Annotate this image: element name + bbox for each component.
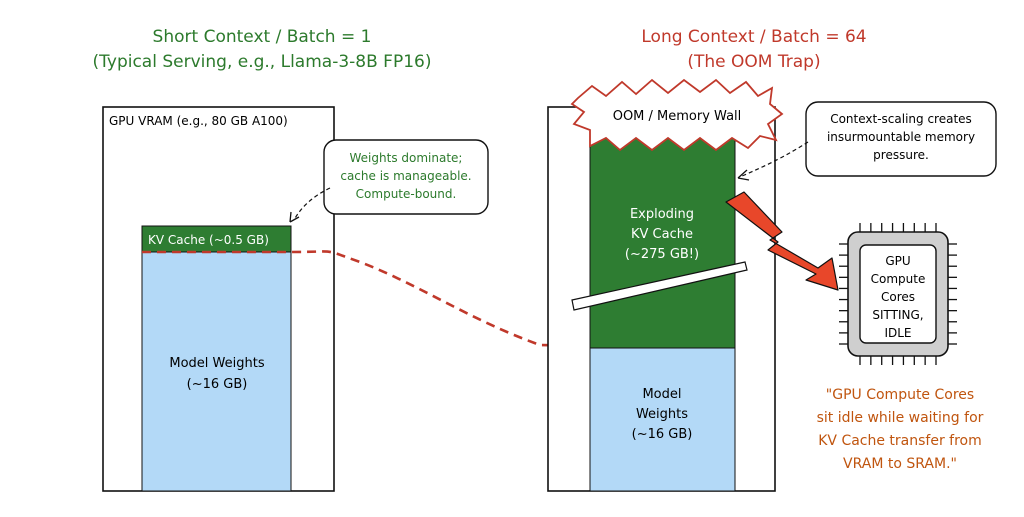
chip-line1: GPU — [885, 254, 910, 268]
left-note-arrow — [293, 187, 331, 221]
left-weights-line1: Model Weights — [169, 356, 264, 371]
kv-cache-crack — [571, 261, 748, 311]
gpu-chip-icon — [839, 223, 957, 365]
left-note-bubble — [323, 139, 489, 215]
right-kv-line2: KV Cache — [631, 227, 693, 242]
left-kv-cache-bar — [141, 225, 292, 253]
left-title-line2: (Typical Serving, e.g., Llama-3-8B FP16) — [93, 52, 432, 72]
left-note-line2: cache is manageable. — [340, 169, 471, 183]
right-note-arrowhead — [737, 169, 750, 181]
left-kv-cache-label: KV Cache (~0.5 GB) — [148, 233, 269, 247]
oom-starburst — [570, 78, 784, 152]
right-note-line1: Context-scaling creates — [830, 112, 972, 126]
chip-line5: IDLE — [884, 326, 911, 340]
right-title-line1: Long Context / Batch = 64 — [641, 27, 866, 47]
weights-boundary-dashed-line — [142, 250, 736, 350]
right-weights-line3: (~16 GB) — [632, 427, 693, 442]
oom-label: OOM / Memory Wall — [613, 109, 742, 124]
right-note-arrow — [741, 141, 809, 177]
left-model-weights-block — [141, 251, 292, 492]
left-weights-line2: (~16 GB) — [187, 377, 248, 392]
chip-line3: Cores — [881, 290, 915, 304]
left-note-arrowhead — [289, 211, 300, 223]
right-kv-line3: (~275 GB!) — [625, 247, 699, 262]
right-weights-line1: Model — [642, 387, 681, 402]
left-note-line3: Compute-bound. — [356, 187, 457, 201]
right-note-bubble — [805, 101, 997, 177]
chip-line2: Compute — [871, 272, 926, 286]
left-note-line1: Weights dominate; — [350, 151, 463, 165]
quote-line3: KV Cache transfer from — [818, 433, 982, 449]
right-kv-line1: Exploding — [630, 207, 694, 222]
lightning-bolt-icon — [725, 191, 839, 291]
right-title-line2: (The OOM Trap) — [687, 52, 820, 72]
left-title-line1: Short Context / Batch = 1 — [153, 27, 372, 47]
quote-line1: "GPU Compute Cores — [826, 387, 974, 403]
right-note-line3: pressure. — [873, 148, 929, 162]
quote-line4: VRAM to SRAM." — [843, 456, 957, 472]
quote-line2: sit idle while waiting for — [817, 410, 984, 426]
chip-line4: SITTING, — [872, 308, 923, 322]
right-model-weights-block — [589, 347, 736, 492]
right-note-line2: insurmountable memory — [827, 130, 975, 144]
right-weights-line2: Weights — [636, 407, 688, 422]
left-vram-label: GPU VRAM (e.g., 80 GB A100) — [109, 114, 288, 128]
